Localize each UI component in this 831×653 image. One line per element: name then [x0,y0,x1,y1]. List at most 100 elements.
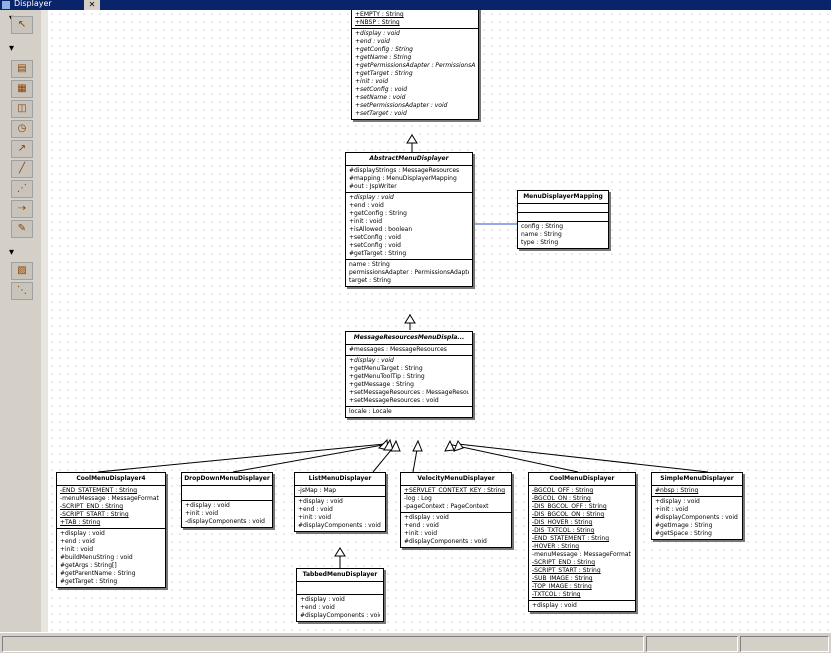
title-bar: Displayer ✕ [0,0,831,10]
class-member: -SUB_IMAGE : String [532,575,593,582]
generalization-arrowhead [390,439,401,452]
class-abstract-menu-displayer[interactable]: AbstractMenuDisplayer #displayStrings : … [345,152,473,287]
class-member: -TXTCOL : String [532,591,581,598]
class-member: +display : void [300,596,345,603]
dependency-icon: ⇢ [17,203,27,214]
class-member: +setTarget : void [355,110,407,117]
class-operations: +display : void +end : void +init : void… [57,529,165,587]
class-member: +setConfig : void [349,242,401,249]
class-properties: config : String name : String type : Str… [518,222,608,248]
picture-tool-button[interactable]: ▨ [11,262,33,280]
class-attributes: +SERVLET_CONTEXT_KEY : String -log : Log… [401,486,511,513]
class-message-resources-menu-displayer[interactable]: MessageResourcesMenuDispla... #messages … [345,331,473,418]
note-tool-button[interactable]: ◫ [11,100,33,118]
select-icon: ↖ [17,19,27,30]
class-member: -SCRIPT_END : String [532,559,596,566]
class-member: +setPermissionsAdapter : void [355,102,448,109]
class-velocity-menu-displayer[interactable]: VelocityMenuDisplayer +SERVLET_CONTEXT_K… [400,472,512,548]
class-member: -DIS_TXTCOL : String [532,527,595,534]
class-member: +display : void [355,30,400,37]
aggregation-tool-button[interactable]: ⋰ [11,180,33,198]
class-member: +TAB : String [60,519,101,526]
class-member: +getConfig : String [349,210,407,217]
picture-icon: ▨ [17,265,27,276]
class-properties: name : String permissionsAdapter : Permi… [346,260,472,286]
anchor-tool-button[interactable]: ⋱ [11,282,33,300]
class-tabbed-menu-displayer[interactable]: TabbedMenuDisplayer +display : void +end… [296,568,384,622]
class-operations: +display : void +end : void +getConfig :… [346,193,472,260]
class-operations: +display : void +end : void #displayComp… [297,595,383,621]
package-tool-button[interactable]: ◷ [11,120,33,138]
class-member: #getArgs : String[] [60,562,117,569]
note-icon: ◫ [17,103,27,114]
class-member: +isAllowed : boolean [349,226,413,233]
class-attributes [182,486,272,501]
diagram-canvas[interactable]: +EMPTY : String +NBSP : String +display … [48,10,831,632]
window-title: Displayer [14,0,52,8]
class-member: #messages : MessageResources [349,346,447,353]
class-cool-menu-displayer4[interactable]: CoolMenuDisplayer4 -END_STATEMENT : Stri… [56,472,166,588]
comment-tool-button[interactable]: ✎ [11,220,33,238]
class-menu-displayer-mapping[interactable]: MenuDisplayerMapping config : String nam… [517,190,609,249]
dependency-tool-button[interactable]: ⇢ [11,200,33,218]
class-list-menu-displayer[interactable]: ListMenuDisplayer -jsMap : Map +display … [294,472,386,532]
class-name: CoolMenuDisplayer [529,473,635,486]
class-member: #nbsp : String [655,487,699,494]
generalization-tool-button[interactable]: ↗ [11,140,33,158]
status-segment [646,636,738,652]
interface-icon: ▦ [17,83,27,94]
class-member: #displayComponents : void [655,514,738,521]
class-attributes: #nbsp : String [652,486,742,497]
class-member: -END_STATEMENT : String [60,487,138,494]
class-member: -HOVER : String [532,543,580,550]
class-member: +init : void [355,78,389,85]
class-operations [518,213,608,222]
class-operations: +display : void +init : void -displayCom… [182,501,272,527]
class-attributes: -END_STATEMENT : String -menuMessage : M… [57,486,165,529]
interface-tool-button[interactable]: ▦ [11,80,33,98]
class-member: +getMessage : String [349,381,414,388]
class-name: AbstractMenuDisplayer [346,153,472,166]
class-drop-down-menu-displayer[interactable]: DropDownMenuDisplayer +display : void +i… [181,472,273,528]
class-operations: +display : void +end : void +init : void… [295,497,385,531]
palette-collapse-icon[interactable]: ▾ [9,43,15,54]
aggregation-icon: ⋰ [17,183,27,194]
class-member: +getMenuToolTip : String [349,373,425,380]
class-attributes: +EMPTY : String +NBSP : String [352,10,478,29]
generalization-arrowhead [412,439,423,452]
class-member: +display : void [185,502,230,509]
class-member: +end : void [300,604,335,611]
class-name: DropDownMenuDisplayer [182,473,272,486]
class-member: +display : void [349,194,394,201]
class-member: #getTarget : String [60,578,118,585]
class-member: +setConfig : void [349,234,401,241]
class-simple-menu-displayer[interactable]: SimpleMenuDisplayer #nbsp : String +disp… [651,472,743,540]
palette-collapse-icon[interactable]: ▾ [9,247,15,258]
close-icon[interactable]: ✕ [84,0,100,10]
class-member: +display : void [349,357,394,364]
class-member: #mapping : MenuDisplayerMapping [349,175,457,182]
class-member: +init : void [349,218,383,225]
class-name: CoolMenuDisplayer4 [57,473,165,486]
class-name: ListMenuDisplayer [295,473,385,486]
class-member: +end : void [355,38,390,45]
class-cool-menu-displayer[interactable]: CoolMenuDisplayer -BGCOL_OFF : String -B… [528,472,636,612]
select-tool-button[interactable]: ↖ [11,16,33,34]
class-member: type : String [521,239,559,246]
class-menu-displayer[interactable]: +EMPTY : String +NBSP : String +display … [351,10,479,120]
class-name: MenuDisplayerMapping [518,191,608,204]
class-member: +NBSP : String [355,19,400,26]
class-member: +display : void [60,530,105,537]
class-tool-button[interactable]: ▤ [11,60,33,78]
class-member: -pageContext : PageContext [404,503,489,510]
generalization-arrowhead [406,134,418,144]
class-member: +getName : String [355,54,412,61]
association-tool-button[interactable]: ╱ [11,160,33,178]
class-member: -DIS_BGCOL_OFF : String [532,503,607,510]
class-name: MessageResourcesMenuDispla... [346,332,472,345]
class-operations: +display : void +end : void +init : void… [401,513,511,547]
class-attributes: -jsMap : Map [295,486,385,497]
class-member: -BGCOL_OFF : String [532,487,594,494]
class-member: +display : void [298,498,343,505]
class-member: +getTarget : String [355,70,413,77]
